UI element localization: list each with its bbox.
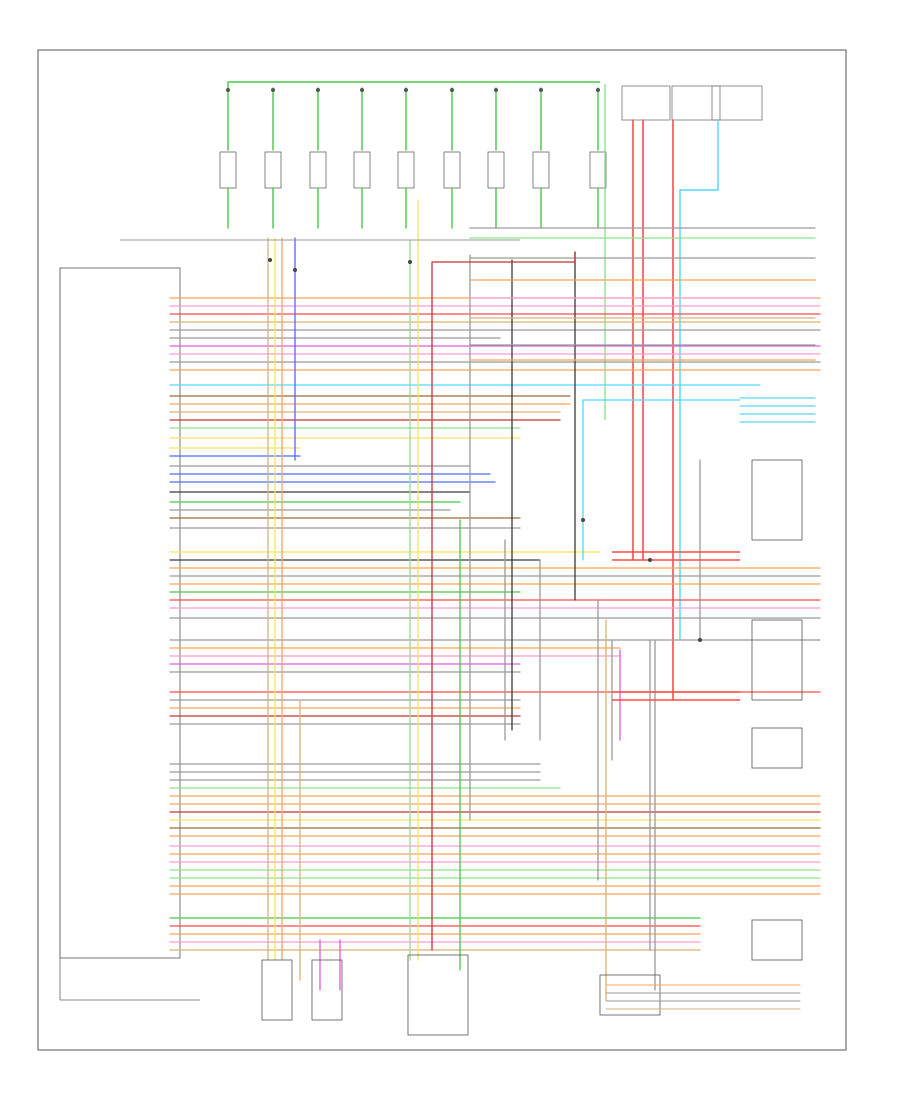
splice-dot-6 — [494, 88, 498, 92]
splice-2 — [408, 260, 412, 264]
splice-dot-1 — [271, 88, 275, 92]
relay-box-2 — [751, 619, 803, 701]
pcm-block — [59, 267, 181, 959]
splice-1 — [293, 268, 297, 272]
injector-box-7 — [532, 151, 550, 189]
relay-box-1 — [751, 459, 803, 541]
dark-red-loop — [432, 252, 576, 263]
bottom-conn-4 — [599, 974, 661, 1016]
diagram-border — [37, 49, 847, 1051]
splice-dot-4 — [404, 88, 408, 92]
pcm-outline — [59, 268, 200, 1001]
fuse-box-a — [621, 85, 671, 121]
injector-box-4 — [397, 151, 415, 189]
splice-dot-8 — [596, 88, 600, 92]
splice-dot-0 — [226, 88, 230, 92]
splice-dot-7 — [539, 88, 543, 92]
injector-box-5 — [443, 151, 461, 189]
injector-box-8 — [589, 151, 607, 189]
top-green-bus — [227, 81, 600, 88]
injector-box-6 — [487, 151, 505, 189]
bottom-conn-1 — [261, 959, 293, 1021]
fuse-box-b — [671, 85, 721, 121]
injector-box-2 — [309, 151, 327, 189]
splice-0 — [268, 258, 272, 262]
splice-5 — [698, 638, 702, 642]
splice-3 — [581, 518, 585, 522]
bottom-conn-2 — [311, 959, 343, 1021]
injector-box-3 — [353, 151, 371, 189]
splice-dot-2 — [316, 88, 320, 92]
injector-box-1 — [264, 151, 282, 189]
injector-box-0 — [219, 151, 237, 189]
splice-dot-5 — [450, 88, 454, 92]
fuse-box-c — [711, 85, 763, 121]
splice-dot-3 — [360, 88, 364, 92]
splice-4 — [648, 558, 652, 562]
lblue-feed — [679, 120, 719, 640]
relay-box-3 — [751, 727, 803, 769]
relay-box-4 — [751, 919, 803, 961]
bottom-conn-3 — [407, 954, 469, 1036]
